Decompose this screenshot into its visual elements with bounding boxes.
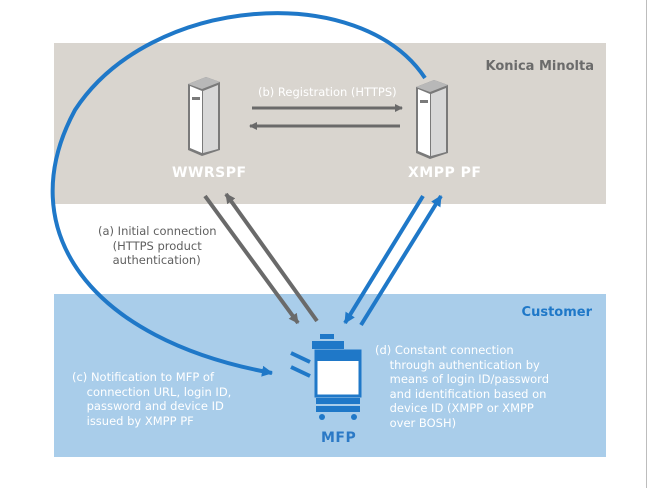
customer-zone-title: Customer: [521, 305, 592, 320]
initial-connection-arrow-up: [224, 192, 319, 323]
notification-label: (c) Notification to MFP of connection UR…: [72, 370, 232, 428]
constant-connection-label: (d) Constant connection through authenti…: [375, 343, 550, 430]
mfp-label: MFP: [321, 430, 357, 446]
initial-connection-label: (a) Initial connection (HTTPS product au…: [98, 224, 217, 267]
constant-connection-arrow-up: [359, 194, 443, 327]
initial-connection-arrow-down: [203, 194, 300, 325]
mfp-printer-icon: [290, 334, 362, 420]
page-border: [646, 0, 647, 488]
notification-curve-arrow: [50, 11, 427, 377]
xmpp-pf-label: XMPP PF: [408, 165, 482, 181]
server-icon: [188, 77, 220, 156]
constant-connection-arrow-down: [343, 194, 425, 325]
konica-minolta-zone: Konica Minolta: [54, 43, 606, 204]
konica-minolta-zone-title: Konica Minolta: [485, 59, 594, 74]
wwrspf-label: WWRSPF: [172, 165, 247, 181]
registration-label: (b) Registration (HTTPS): [258, 85, 397, 99]
server-icon: [416, 80, 448, 159]
